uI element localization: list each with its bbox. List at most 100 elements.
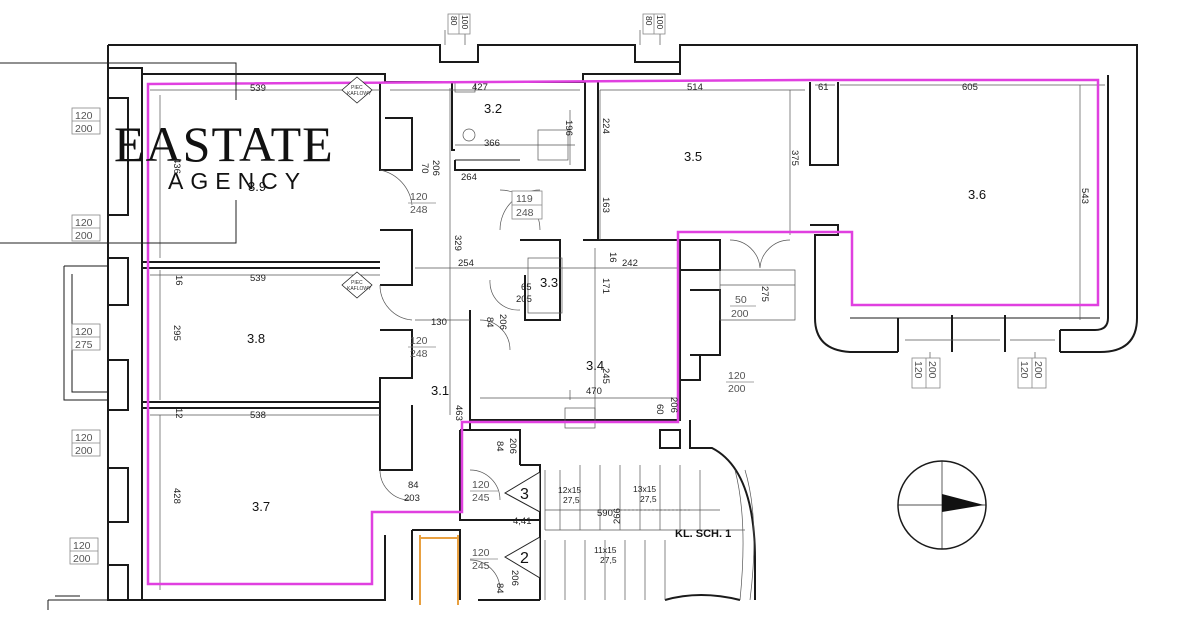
dim-84-a: 84 — [484, 317, 495, 328]
room-3-3: 3.3 — [540, 275, 558, 290]
orange-mark — [419, 535, 459, 605]
svg-text:120: 120 — [912, 361, 924, 379]
opening-left-1: 120 200 — [71, 107, 101, 135]
svg-text:245: 245 — [472, 560, 490, 572]
room-3-6: 3.6 — [968, 187, 986, 202]
svg-text:120: 120 — [75, 432, 93, 444]
stove-tag-1: PIEC KAFLOWY — [341, 76, 373, 104]
dim-203: 203 — [404, 493, 420, 504]
dim-206-c: 206 — [668, 397, 679, 413]
compass-pointer — [942, 494, 984, 512]
dim-205: 205 — [516, 294, 532, 305]
unit-outline — [146, 78, 1100, 586]
svg-text:120: 120 — [472, 547, 490, 559]
svg-text:248: 248 — [516, 207, 534, 219]
svg-text:27,5: 27,5 — [640, 494, 657, 504]
room-3-1: 3.1 — [431, 383, 449, 398]
dim-590: 590 — [597, 508, 613, 519]
dim-84-b: 84 — [494, 441, 505, 452]
door-120-245-b: 120 245 — [470, 547, 498, 572]
dim-163: 163 — [600, 197, 611, 213]
dim-61: 61 — [818, 82, 829, 93]
dim-543: 543 — [1079, 188, 1090, 204]
stove-tag-2: PIEC KAFLOWY — [341, 271, 373, 299]
svg-text:200: 200 — [75, 445, 93, 457]
stair-spec-2: 13x15 — [633, 484, 656, 494]
opening-left-5: 120 200 — [69, 537, 99, 565]
svg-text:120: 120 — [75, 110, 93, 122]
dim-264: 264 — [461, 172, 477, 183]
door-120-245-a: 120 245 — [470, 479, 498, 504]
svg-text:245: 245 — [472, 492, 490, 504]
opening-top-1: 80 100 — [447, 13, 471, 35]
room-3-7: 3.7 — [252, 499, 270, 514]
opening-bottom-right-2: 120 200 — [1017, 357, 1047, 389]
svg-text:120: 120 — [728, 370, 746, 382]
dim-538: 538 — [250, 410, 266, 421]
svg-text:120: 120 — [410, 335, 428, 347]
svg-text:200: 200 — [728, 383, 746, 395]
dim-16-b: 16 — [173, 275, 184, 286]
svg-text:119: 119 — [516, 193, 533, 205]
svg-text:200: 200 — [73, 553, 91, 565]
stair-spec-3: 11x15 — [594, 545, 617, 555]
room-3-8: 3.8 — [247, 331, 265, 346]
dim-427: 427 — [472, 82, 488, 93]
stair-number-2: 2 — [520, 550, 529, 567]
opening-balcony: 50 200 — [730, 294, 756, 320]
dim-245: 245 — [600, 368, 611, 384]
opening-labels: 120 200 120 200 120 275 120 200 120 200 — [69, 13, 1047, 572]
dim-84-c: 84 — [408, 480, 419, 491]
dim-329: 329 — [452, 235, 463, 251]
dimension-labels: 539 427 514 61 605 366 196 224 375 543 4… — [171, 82, 1090, 594]
svg-text:120: 120 — [73, 540, 91, 552]
opening-right-1: 120 200 — [726, 370, 754, 395]
dim-206-b: 206 — [497, 314, 508, 330]
svg-text:248: 248 — [410, 204, 428, 216]
svg-text:KAFLOWY: KAFLOWY — [347, 91, 372, 97]
dim-206-d: 206 — [507, 438, 518, 454]
door-120-248-b: 120 248 — [408, 335, 436, 360]
stair-spec-1: 12x15 — [558, 485, 581, 495]
logo-title: EASTATE — [114, 116, 334, 172]
dim-60: 60 — [654, 404, 665, 415]
dim-70: 70 — [419, 163, 430, 174]
dim-65: 65 — [521, 282, 532, 293]
svg-text:KAFLOWY: KAFLOWY — [347, 286, 372, 292]
dim-436: 436 — [171, 158, 182, 174]
dim-12: 12 — [173, 408, 184, 419]
opening-left-3: 120 275 — [71, 323, 101, 351]
svg-text:275: 275 — [75, 339, 93, 351]
dim-275: 275 — [759, 286, 770, 302]
svg-text:120: 120 — [472, 479, 490, 491]
dim-441: 4,41 — [513, 516, 532, 527]
dim-206-a: 206 — [430, 160, 441, 176]
dim-84-d: 84 — [494, 583, 505, 594]
svg-text:200: 200 — [1032, 361, 1044, 379]
dim-266: 266 — [612, 508, 623, 524]
door-119-248: 119 248 — [511, 190, 543, 220]
dim-539-mid: 539 — [250, 273, 266, 284]
opening-top-2: 80 100 — [642, 13, 666, 35]
opening-left-2: 120 200 — [71, 214, 101, 242]
door-120-248-a: 120 248 — [408, 191, 436, 216]
dim-539-top: 539 — [250, 83, 266, 94]
dim-242: 242 — [622, 258, 638, 269]
dim-16-a: 16 — [607, 252, 618, 263]
opening-bottom-right-1: 120 200 — [911, 357, 941, 389]
room-3-9: 3.9 — [248, 179, 266, 194]
dim-130: 130 — [431, 317, 447, 328]
dim-254: 254 — [458, 258, 474, 269]
svg-text:27,5: 27,5 — [563, 495, 580, 505]
room-3-2: 3.2 — [484, 101, 502, 116]
dim-470: 470 — [586, 386, 602, 397]
detail-lines — [150, 30, 1105, 601]
dim-171: 171 — [600, 278, 611, 294]
dim-428: 428 — [171, 488, 182, 504]
stair-number-3: 3 — [520, 486, 529, 503]
svg-text:120: 120 — [1018, 361, 1030, 379]
dim-605: 605 — [962, 82, 978, 93]
interior-walls — [142, 82, 839, 601]
svg-text:248: 248 — [410, 348, 428, 360]
